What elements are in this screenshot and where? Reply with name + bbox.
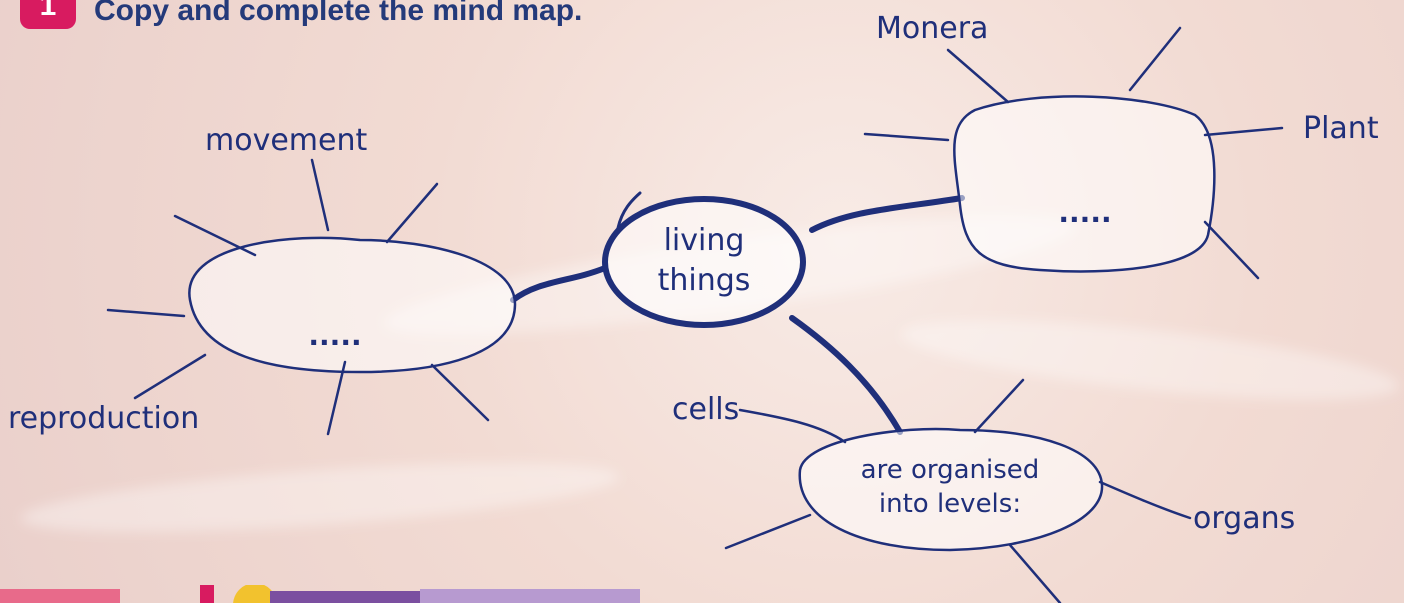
bottom-node-label-line2: into levels: — [879, 489, 1021, 519]
left-node-branch — [430, 363, 490, 422]
left-node-branch — [310, 158, 330, 232]
connector-center-stub — [616, 191, 642, 230]
left-node-branch — [106, 308, 186, 318]
bottom-node — [798, 427, 1104, 552]
label-reproduction: reproduction — [8, 401, 199, 436]
label-movement: movement — [205, 123, 367, 158]
right-node-branch — [1203, 126, 1284, 137]
instruction-text: Copy and complete the mind map. — [94, 0, 583, 27]
left-node-branch — [385, 182, 439, 244]
left-node-branch — [133, 353, 207, 400]
center-node-label-line2: things — [658, 263, 751, 298]
bottom-node-branch — [973, 378, 1025, 434]
center-node-label-line1: living — [664, 223, 745, 258]
exercise-header: 1 Copy and complete the mind map. — [20, 0, 582, 34]
right-node-branch — [946, 48, 1010, 104]
right-node-branch — [1203, 220, 1260, 280]
center-node — [602, 196, 806, 328]
label-organs: organs — [1193, 501, 1295, 536]
connector-center-bottom — [789, 315, 903, 435]
exercise-number-badge: 1 — [20, 0, 76, 29]
left-node-branch — [326, 360, 347, 436]
right-node-placeholder: ..... — [1058, 196, 1111, 229]
bottom-node-branch — [1098, 480, 1192, 520]
right-node-branch — [863, 132, 950, 142]
label-monera: Monera — [876, 11, 988, 46]
connector-center-left — [510, 265, 608, 303]
bottom-node-label-line1: are organised — [861, 455, 1040, 485]
bottom-node-branch — [1008, 543, 1062, 603]
label-plant: Plant — [1303, 111, 1379, 146]
left-node-branch — [173, 214, 257, 257]
right-node-branch — [1128, 26, 1182, 92]
bottom-node-branch — [738, 408, 847, 444]
label-cells: cells — [672, 392, 739, 427]
connector-center-right — [809, 195, 965, 233]
bottom-node-branch — [724, 513, 812, 550]
left-node-placeholder: ..... — [308, 319, 361, 352]
left-node — [188, 236, 517, 374]
right-node — [953, 95, 1216, 273]
footer-decoration — [0, 585, 640, 603]
